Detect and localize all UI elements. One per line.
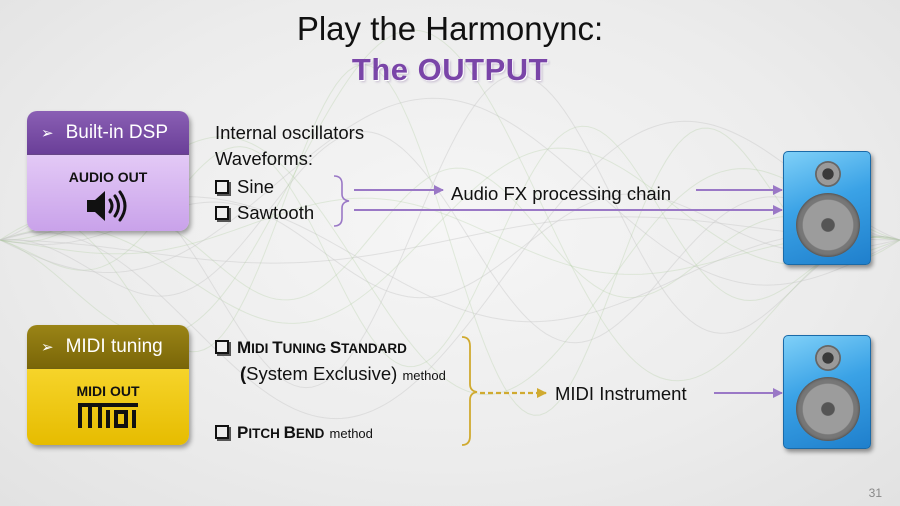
- audio-fx-chain-label: Audio FX processing chain: [451, 183, 672, 204]
- checkbox-icon: [215, 340, 229, 354]
- mts-text-3: T: [272, 338, 283, 357]
- option-midi-tuning-standard: MIDI TUNING STANDARD: [215, 336, 407, 358]
- speaker-volume-icon: [87, 190, 127, 222]
- page-number: 31: [868, 486, 882, 500]
- woofer: [796, 193, 860, 257]
- mts-text-6: TANDARD: [341, 341, 407, 356]
- option-sine: Sine: [215, 176, 274, 198]
- audio-out-label: AUDIO OUT: [68, 169, 148, 185]
- woofer: [796, 377, 860, 441]
- mts-text-4: UNING: [282, 341, 330, 356]
- background-wave-line: [0, 64, 900, 416]
- built-in-dsp-panel: ➢ Built-in DSP AUDIO OUT: [27, 111, 189, 231]
- mts-text-2: IDI: [251, 341, 273, 356]
- arrow-bullet-icon: ➢: [41, 124, 54, 142]
- option-pitch-bend: PITCH BEND method: [215, 421, 373, 443]
- midi-tuning-label: MIDI tuning: [65, 335, 163, 357]
- pb-text-1: P: [237, 423, 249, 442]
- pb-text-3: B: [283, 423, 296, 442]
- option-sawtooth: Sawtooth: [215, 202, 314, 224]
- pb-method-text: method: [329, 426, 373, 441]
- built-in-dsp-label: Built-in DSP: [65, 121, 168, 143]
- option-sine-label: Sine: [237, 176, 275, 197]
- pb-text-4: END: [295, 426, 325, 441]
- slide-subtitle: The OUTPUT: [351, 52, 549, 87]
- midi-out-body: MIDI OUT: [27, 369, 189, 445]
- background-wave-line: [0, 147, 900, 324]
- midi-tuning-header: ➢ MIDI tuning: [27, 325, 189, 369]
- sysex-paren: (: [240, 363, 247, 384]
- waveforms-text: Waveforms:: [215, 148, 313, 169]
- midi-logo: [78, 403, 138, 428]
- arrow-bullet-icon: ➢: [41, 338, 54, 356]
- background-wave-line: [0, 197, 900, 275]
- mts-text-5: S: [329, 338, 342, 357]
- checkbox-icon: [215, 425, 229, 439]
- speaker-icon: [783, 335, 871, 449]
- internal-oscillators-text: Internal oscillators: [215, 122, 365, 143]
- audio-out-body: AUDIO OUT: [27, 155, 189, 231]
- pb-text-2: ITCH: [248, 426, 284, 441]
- tweeter: [815, 161, 841, 187]
- midi-instrument-label: MIDI Instrument: [555, 383, 687, 404]
- slide-title: Play the Harmonync:: [296, 10, 604, 47]
- background-wave-line: [0, 97, 900, 286]
- tweeter: [815, 345, 841, 371]
- background-wave-line: [0, 120, 900, 420]
- background-wave-line: [0, 131, 900, 344]
- sysex-line: (System Exclusive) method: [240, 363, 446, 385]
- midi-out-label: MIDI OUT: [76, 383, 140, 399]
- option-sawtooth-label: Sawtooth: [237, 202, 315, 223]
- checkbox-icon: [215, 206, 229, 220]
- built-in-dsp-header: ➢ Built-in DSP: [27, 111, 189, 155]
- sysex-text: System Exclusive): [246, 363, 398, 384]
- speaker-icon: [783, 151, 871, 265]
- mts-method-text: method: [402, 368, 446, 383]
- checkbox-icon: [215, 180, 229, 194]
- mts-text-1: M: [237, 338, 252, 357]
- midi-tuning-panel: ➢ MIDI tuning MIDI OUT: [27, 325, 189, 445]
- background-wave-line: [0, 216, 900, 264]
